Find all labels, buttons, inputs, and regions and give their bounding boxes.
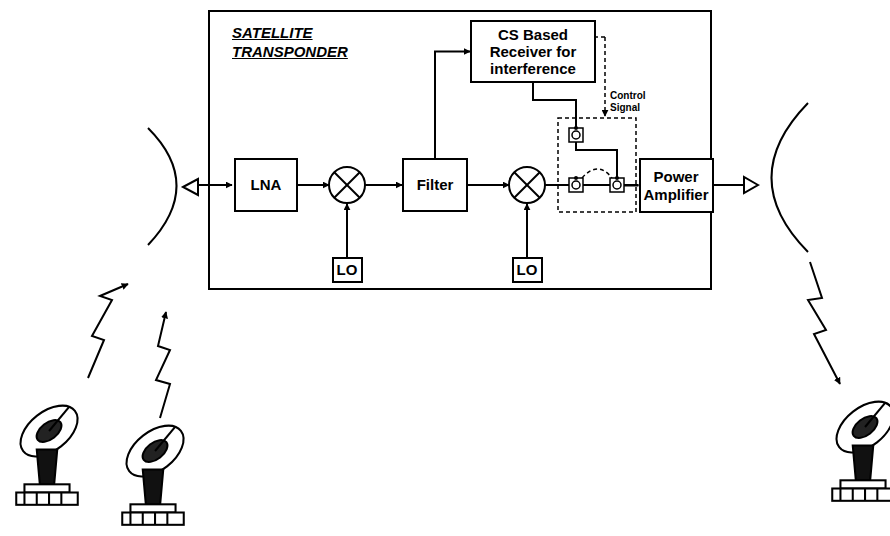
amplifier-box: LNA: [234, 158, 298, 212]
antenna: [148, 103, 808, 252]
ground-station: [11, 395, 87, 504]
ground-station: [827, 391, 890, 500]
transponder-frame: SATELLITE TRANSPONDER CS Based Receiver f…: [208, 10, 712, 290]
frame-title: SATELLITE TRANSPONDER: [232, 24, 352, 62]
signal-connector: [435, 52, 470, 159]
oscillator-box: LO: [332, 257, 363, 283]
box-label: CS Based Receiver for interference: [472, 26, 594, 78]
signal-label: Control Signal: [610, 90, 656, 113]
box-label: LO: [517, 261, 538, 278]
box-label: Power Amplifier: [641, 168, 712, 203]
filter-box: Filter: [402, 158, 468, 212]
receiver-box: CS Based Receiver for interference: [470, 20, 596, 83]
ground-station: [117, 415, 193, 524]
radio-link: [88, 262, 840, 418]
box-label: LNA: [251, 176, 282, 193]
oscillator-box: LO: [512, 257, 543, 283]
box-label: Filter: [417, 176, 454, 193]
box-label: LO: [337, 261, 358, 278]
amplifier-box: Power Amplifier: [639, 158, 714, 213]
